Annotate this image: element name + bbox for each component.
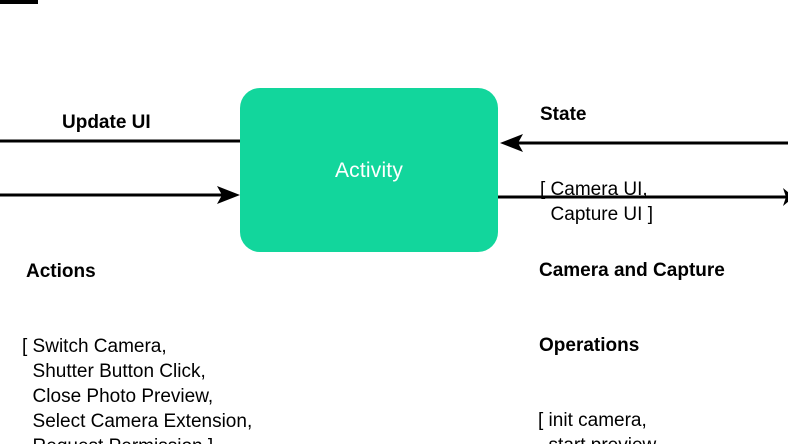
top-left-bar-artifact [0, 0, 38, 4]
edge-label-state-items: [ Camera UI, Capture UI ] [540, 179, 653, 225]
activity-node-label: Activity [334, 158, 404, 182]
edge-label-operations-group: Camera and Capture Operations [ init cam… [538, 208, 725, 444]
edge-label-state-title: State [540, 104, 587, 125]
edge-label-operations-title-line1: Camera and Capture [539, 260, 725, 281]
edge-label-update-ui: Update UI [62, 112, 151, 133]
edge-label-state-group: State [ Camera UI, Capture UI ] [540, 52, 653, 277]
activity-node[interactable]: Activity [240, 88, 498, 252]
edge-label-actions-title: Actions [26, 261, 96, 282]
edge-label-actions-group: Actions [ Switch Camera, Shutter Button … [22, 209, 252, 444]
arrowhead-actions [217, 186, 240, 204]
arrowhead-camera-capture-operations [783, 188, 788, 206]
edge-label-operations-title-line2: Operations [539, 335, 640, 356]
edge-label-actions-items: [ Switch Camera, Shutter Button Click, C… [22, 336, 253, 444]
edge-label-operations-items: [ init camera, start preview, stop previ… [538, 410, 661, 444]
arrowhead-state [500, 134, 523, 152]
